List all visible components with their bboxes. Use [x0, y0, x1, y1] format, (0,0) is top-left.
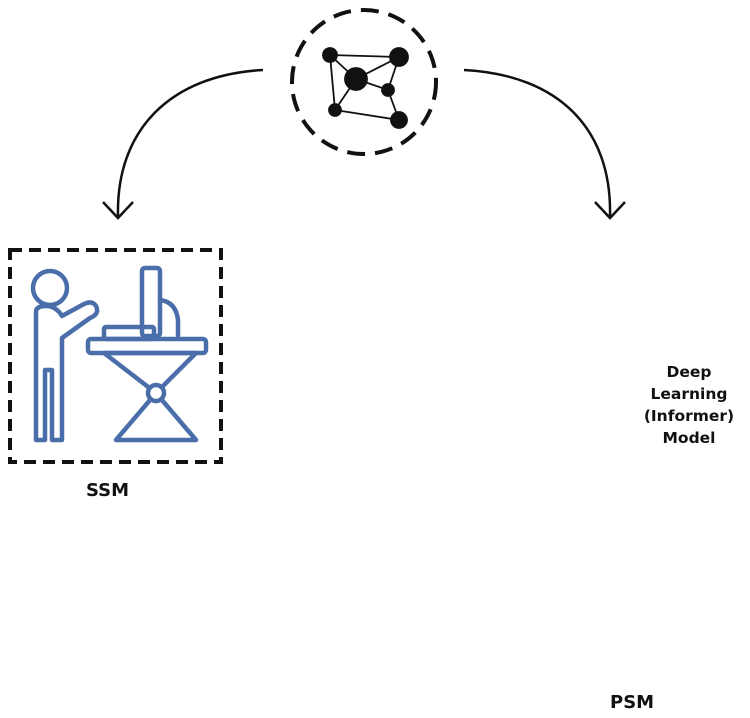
surgeon-console-icon: [30, 265, 209, 443]
arrow-to-ssm: [102, 68, 264, 220]
model-label-line: Deep: [666, 363, 712, 381]
network-graph-icon: [322, 47, 409, 129]
arrow-to-psm: [463, 68, 626, 220]
model-label-line: Model: [662, 429, 716, 447]
ssm-box: [8, 248, 223, 464]
model-label: Deep Learning (Informer) Model: [634, 361, 744, 449]
model-label-line: Learning: [650, 385, 728, 403]
model-label-line: (Informer): [643, 407, 735, 425]
psm-label: PSM: [610, 692, 655, 713]
ssm-label: SSM: [86, 480, 130, 501]
